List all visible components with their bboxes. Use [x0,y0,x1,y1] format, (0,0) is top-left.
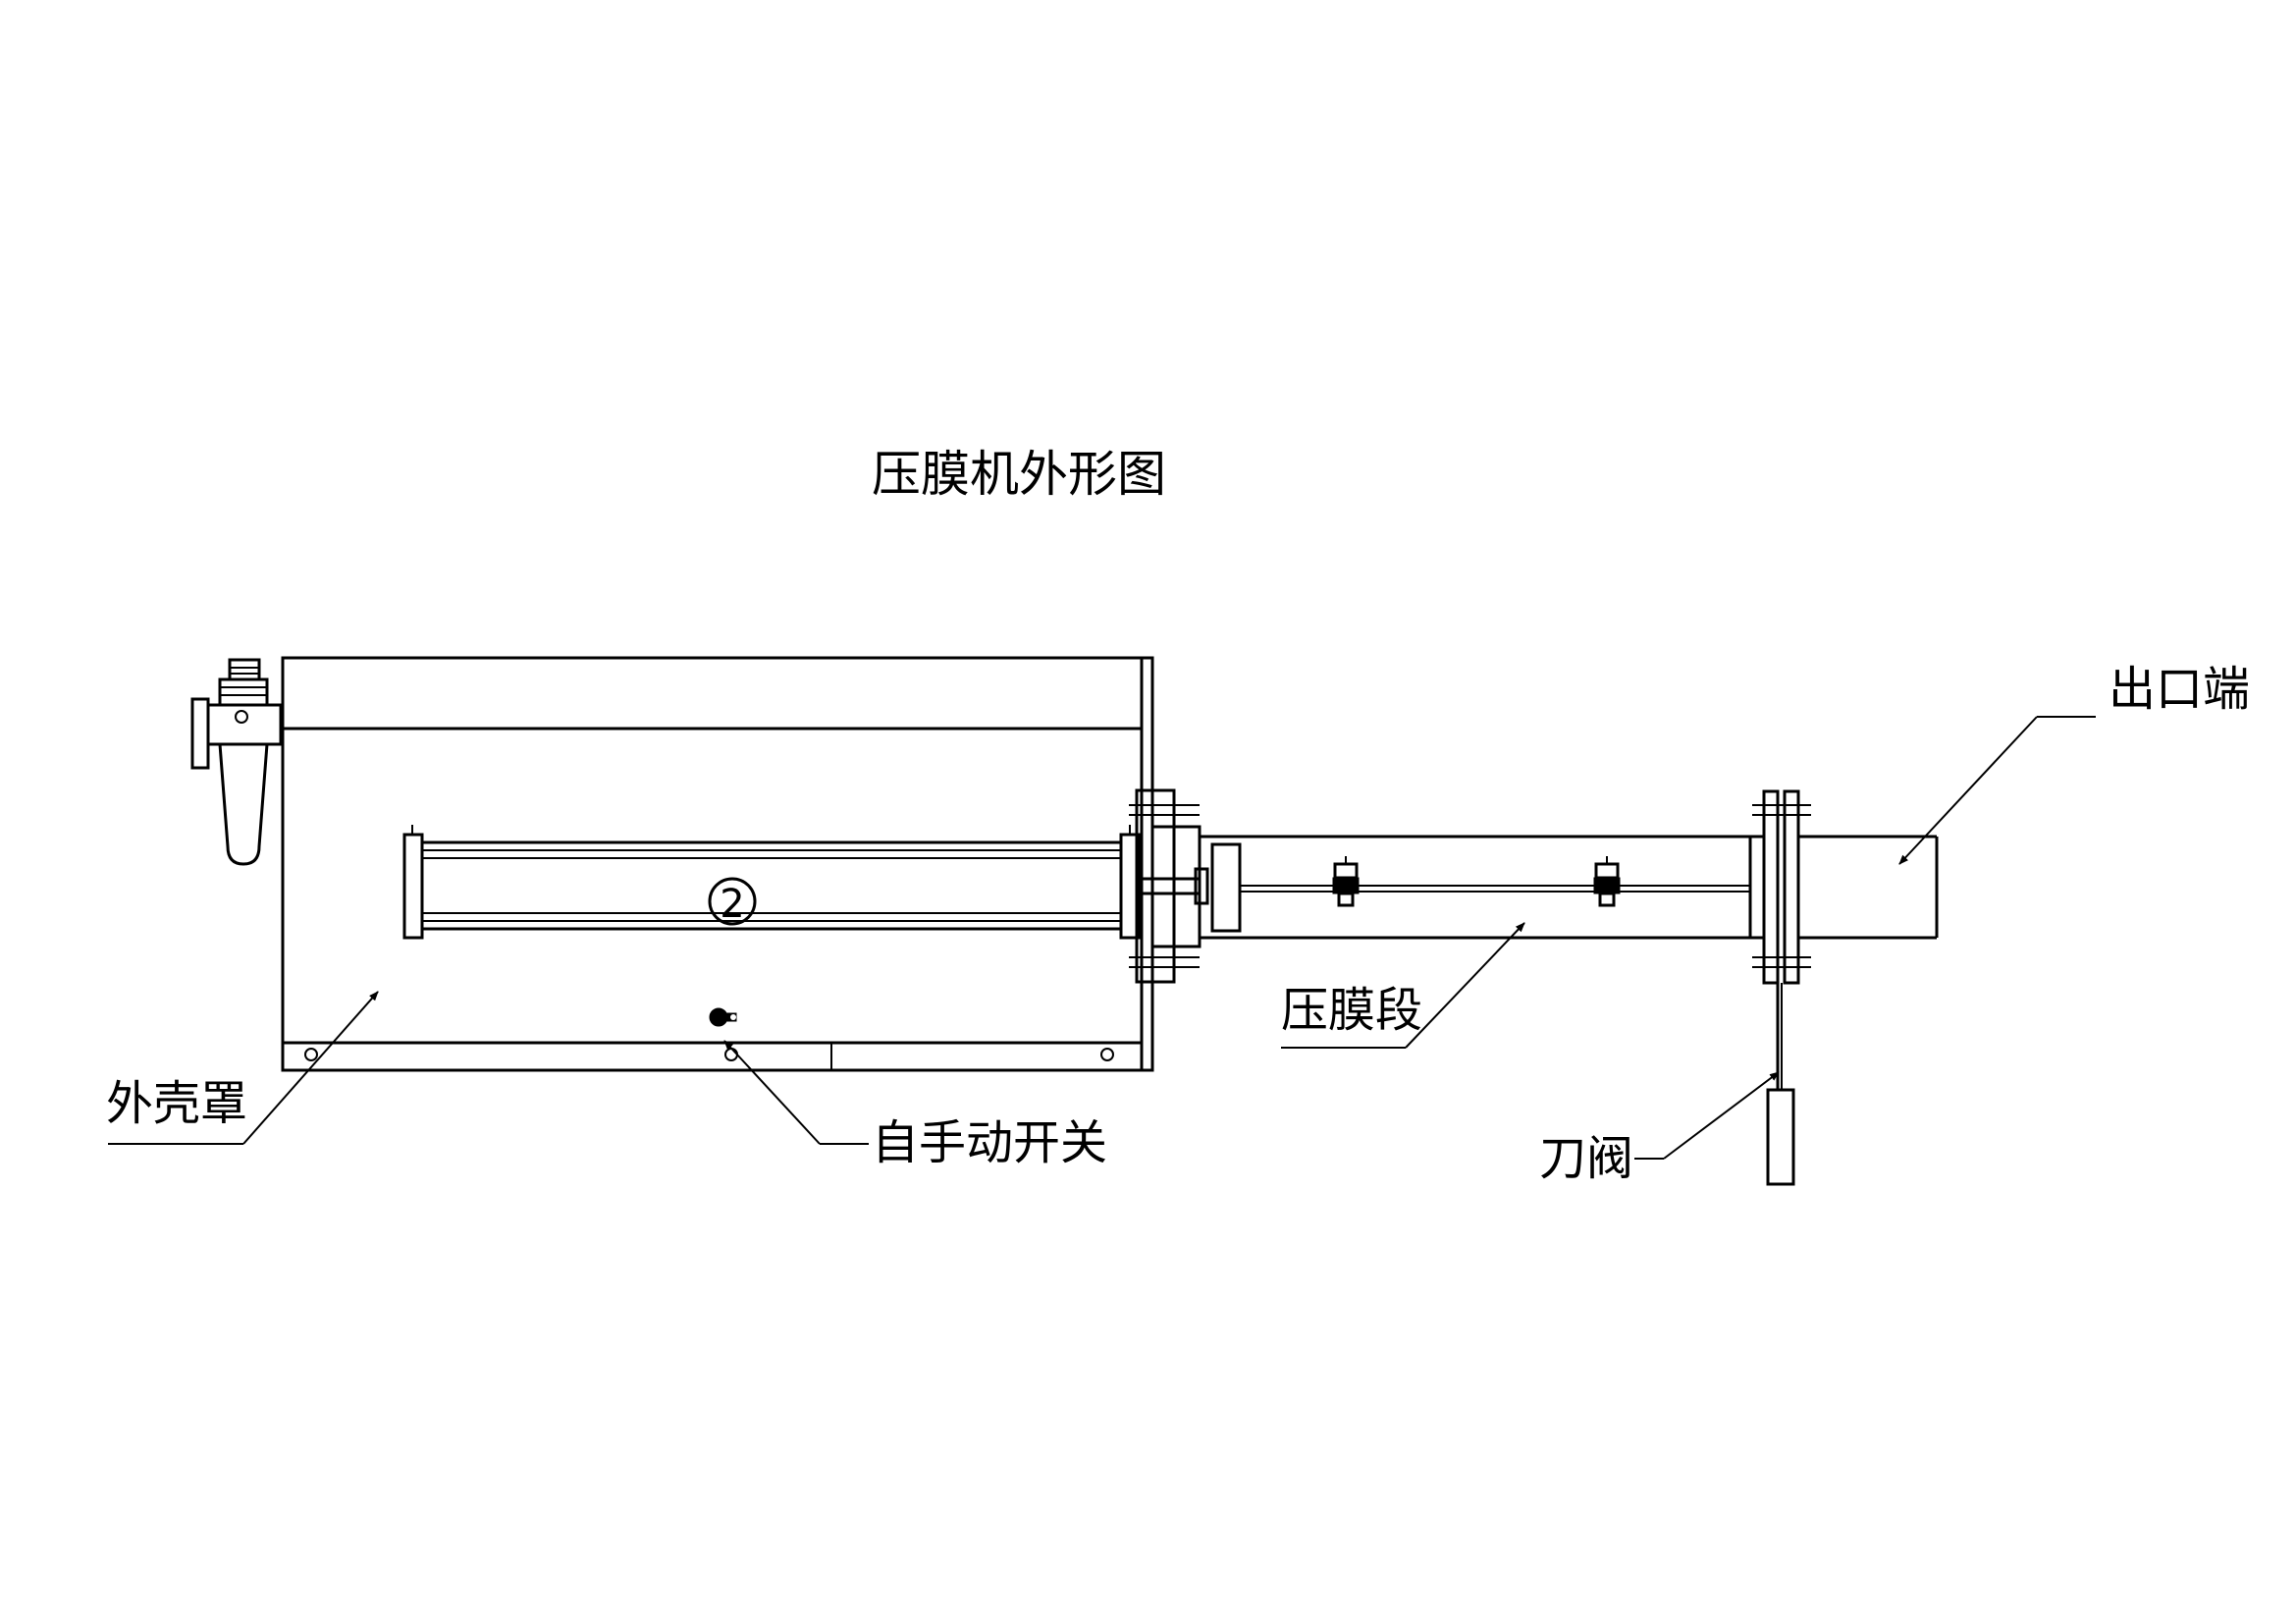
manual-switch-key-icon [709,1007,737,1027]
label-outlet-end: 出口端 [2109,662,2250,717]
outlet-pipe [1798,835,1939,940]
housing-flange [1129,788,1201,984]
pressing-section-body [1198,835,1750,940]
air-filter-regulator [190,658,283,866]
label-housing: 外壳罩 [106,1076,247,1131]
leader-pressing-section [1281,922,1525,1049]
inner-cylinder [402,825,1141,940]
part-balloon: 2 [708,877,757,927]
leader-manual-switch [723,1040,869,1145]
part-number-label: 2 [720,882,744,927]
knife-valve-flange [1748,789,1811,1186]
drawing-title: 压膜机外形图 [872,446,1166,503]
leader-outlet-end [1898,716,2096,865]
label-pressing-section: 压膜段 [1281,983,1422,1038]
pressing-clamp-2 [1593,856,1621,907]
leader-housing [108,991,379,1145]
label-knife-valve: 刀阀 [1539,1131,1633,1186]
leader-knife-valve [1634,1071,1780,1160]
label-manual-switch: 自手动开关 [872,1115,1107,1170]
pressing-clamp-1 [1332,856,1360,907]
piston-rod [1139,867,1209,905]
